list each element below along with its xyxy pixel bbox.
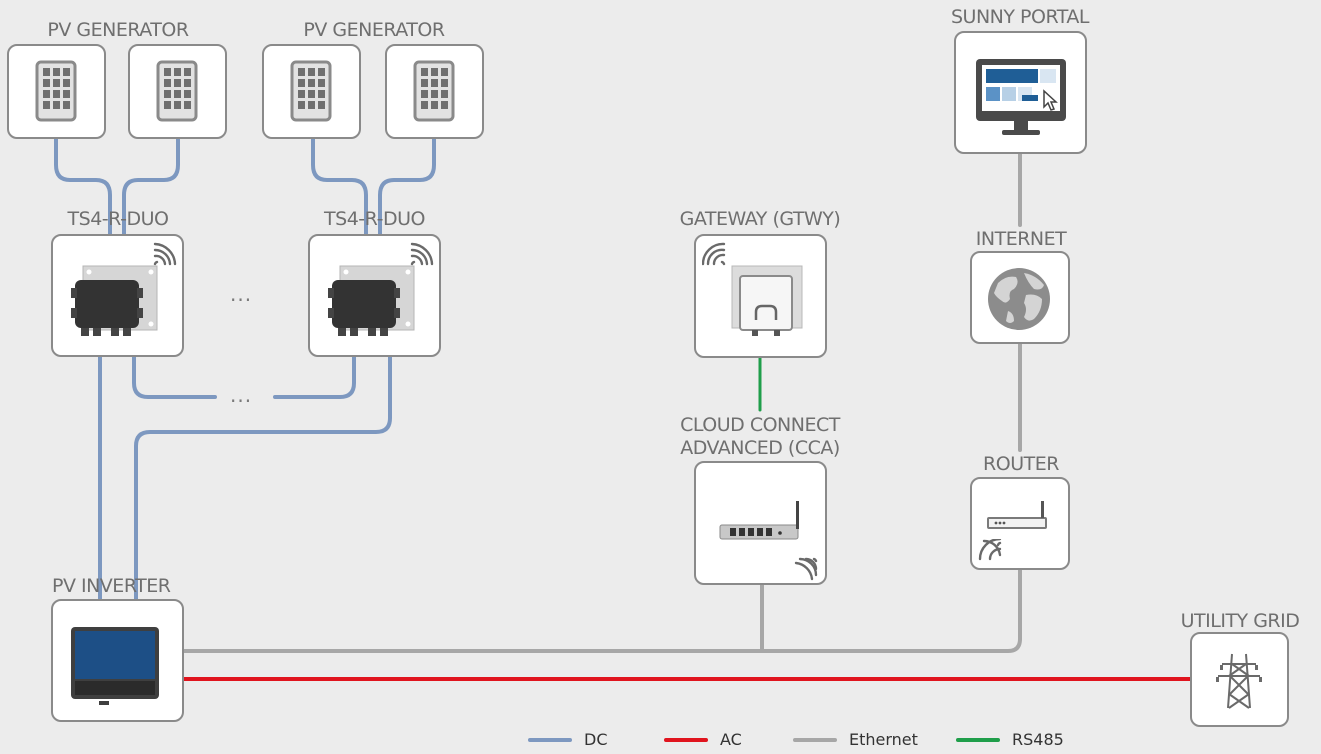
more-modules-ellipsis: ...	[230, 282, 253, 306]
globe-icon	[988, 268, 1050, 330]
ts4-label: TS4-R-DUO	[324, 208, 425, 230]
utility-grid-label: UTILITY GRID	[1180, 610, 1300, 632]
ts4-module-box[interactable]	[51, 234, 184, 357]
sunny-portal-box[interactable]	[954, 31, 1087, 154]
pv-inverter-box[interactable]	[51, 599, 184, 722]
legend-dc-label: DC	[584, 730, 608, 749]
cca-device-icon	[719, 501, 799, 540]
ethernet-line-inverter	[180, 568, 1022, 653]
ts4-module-box[interactable]	[308, 234, 441, 357]
cca-box[interactable]	[694, 461, 827, 585]
solar-panel-icon	[35, 60, 77, 122]
wireless-icon	[153, 242, 177, 266]
router-box[interactable]	[970, 477, 1070, 570]
legend-ac: AC	[664, 730, 742, 749]
legend-ac-label: AC	[720, 730, 742, 749]
dc-line-ts2-inverter	[134, 354, 392, 602]
solar-panel-icon	[290, 60, 332, 122]
solar-panel-icon	[156, 60, 198, 122]
wireless-icon	[794, 557, 818, 581]
legend-ethernet-label: Ethernet	[849, 730, 918, 749]
gateway-device-icon	[731, 265, 803, 336]
dc-line-pv1a	[54, 135, 112, 238]
router-label: ROUTER	[983, 453, 1059, 475]
wireless-icon	[410, 242, 434, 266]
gateway-label: GATEWAY (GTWY)	[679, 208, 841, 230]
legend-ac-swatch	[664, 737, 708, 742]
legend-ethernet: Ethernet	[793, 730, 918, 749]
legend-ethernet-swatch	[793, 737, 837, 742]
internet-box[interactable]	[970, 251, 1070, 344]
wireless-icon	[702, 242, 726, 266]
pv-inverter-label: PV INVERTER	[52, 575, 171, 597]
pv-generator-label: PV GENERATOR	[47, 19, 189, 41]
pv-module-box[interactable]	[128, 44, 227, 139]
optimizer-icon	[328, 265, 415, 336]
monitor-icon	[976, 59, 1066, 135]
optimizer-icon	[71, 265, 158, 336]
legend-dc: DC	[528, 730, 608, 749]
inverter-icon	[71, 627, 159, 705]
router-device-icon	[987, 501, 1047, 529]
dc-line-pv1b	[122, 135, 180, 238]
power-pylon-icon	[1216, 653, 1262, 709]
pv-module-box[interactable]	[262, 44, 361, 139]
pv-module-box[interactable]	[7, 44, 106, 139]
legend-rs485-label: RS485	[1012, 730, 1064, 749]
dc-line-pv2a	[311, 135, 368, 238]
dc-line-pv2b	[378, 135, 436, 238]
more-strings-ellipsis: ...	[230, 383, 253, 407]
legend-rs485: RS485	[956, 730, 1064, 749]
dc-line-ts1-chain-b	[273, 354, 356, 399]
pv-generator-label: PV GENERATOR	[303, 19, 445, 41]
legend-dc-swatch	[528, 737, 572, 742]
pv-module-box[interactable]	[385, 44, 484, 139]
utility-grid-box[interactable]	[1190, 632, 1289, 727]
sunny-portal-label: SUNNY PORTAL	[951, 6, 1089, 28]
dc-line-ts1-chain-a	[132, 354, 217, 399]
cca-label-line2: ADVANCED (CCA)	[680, 437, 840, 459]
internet-label: INTERNET	[975, 228, 1067, 250]
legend-rs485-swatch	[956, 737, 1000, 742]
solar-panel-icon	[413, 60, 455, 122]
cca-label-line1: CLOUD CONNECT	[680, 414, 840, 436]
gateway-box[interactable]	[694, 234, 827, 358]
ts4-label: TS4-R-DUO	[67, 208, 169, 230]
wireless-icon	[978, 539, 1002, 561]
